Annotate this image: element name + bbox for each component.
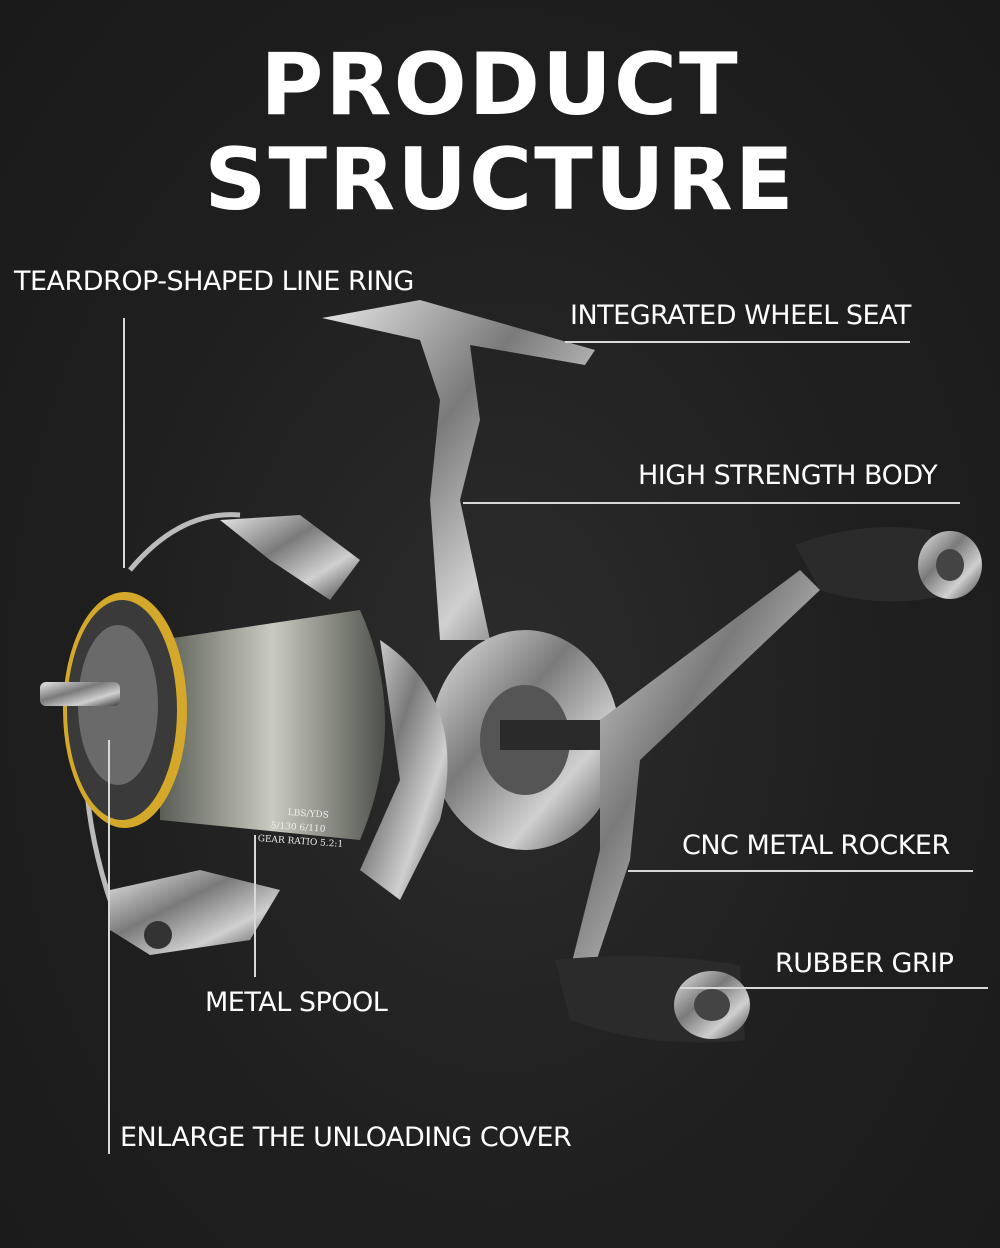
callout-body-line xyxy=(463,502,960,504)
callout-wheel-seat-line xyxy=(565,341,910,343)
callout-cover-vertical xyxy=(108,740,110,1154)
label-line-ring: TEARDROP-SHAPED LINE RING xyxy=(14,266,414,297)
label-cover: ENLARGE THE UNLOADING COVER xyxy=(120,1122,572,1153)
callout-grip-line xyxy=(680,987,988,989)
label-wheel-seat: INTEGRATED WHEEL SEAT xyxy=(570,300,911,331)
callout-spool-vertical xyxy=(254,835,256,977)
label-body: HIGH STRENGTH BODY xyxy=(638,460,938,491)
label-rocker: CNC METAL ROCKER xyxy=(682,830,950,861)
title-line-1: PRODUCT xyxy=(260,35,740,135)
callout-line-ring-vertical xyxy=(123,318,125,568)
label-spool: METAL SPOOL xyxy=(205,987,388,1018)
title-line-2: STRUCTURE xyxy=(204,130,796,230)
callout-rocker-line xyxy=(628,870,973,872)
label-grip: RUBBER GRIP xyxy=(775,948,954,979)
